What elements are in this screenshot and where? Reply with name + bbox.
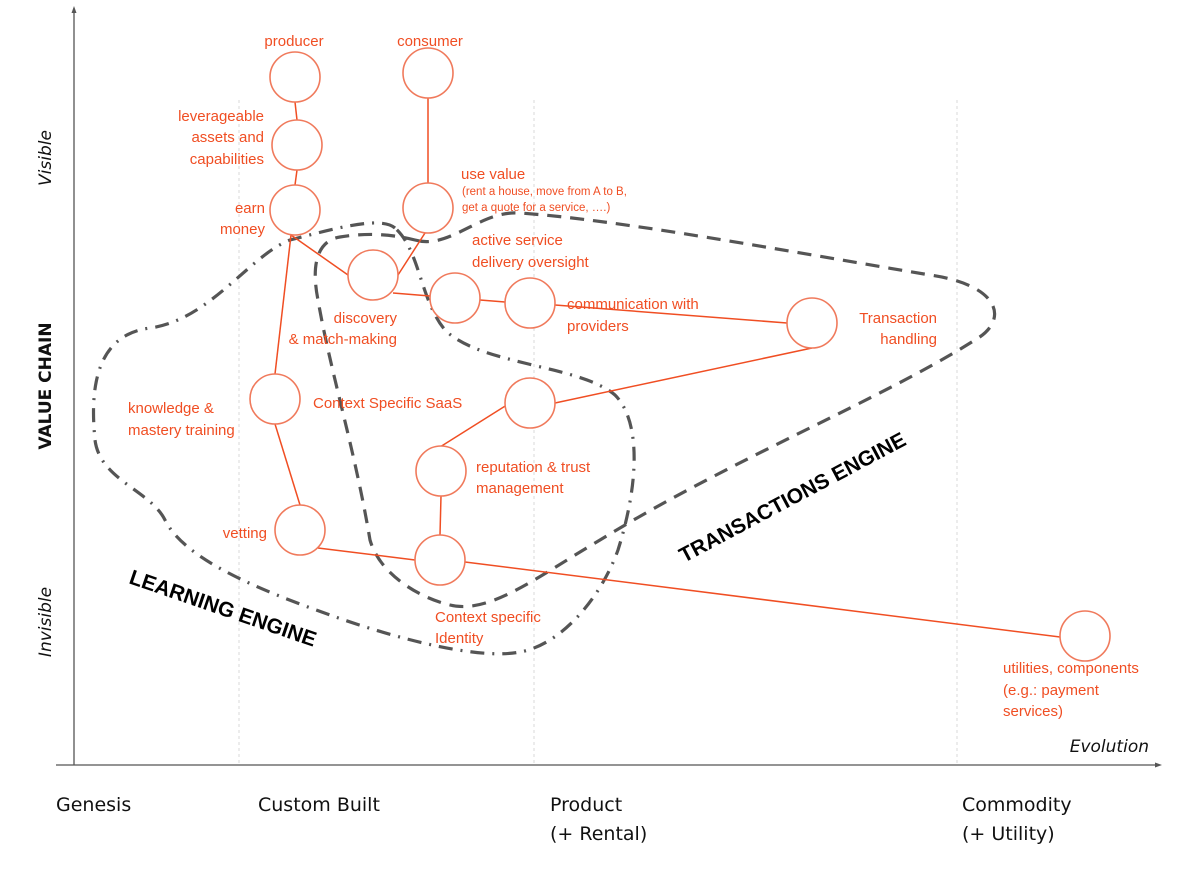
learning-engine-label: LEARNING ENGINE [126,566,319,652]
node-reputation-trust[interactable] [415,445,467,497]
label-earn-money-1: earn [235,200,265,217]
link-usevalue-discovery [397,232,426,276]
transactions-engine-label: TRANSACTIONS ENGINE [676,428,910,567]
node-producer[interactable] [269,51,321,103]
label-earn-money-2: money [220,221,266,238]
link-saas-transaction [554,347,813,404]
label-active-service-1: active service [472,232,563,249]
label-utilities-1: utilities, components [1003,660,1139,677]
stage-product-sub: (+ Rental) [550,823,647,845]
node-leverageable-assets[interactable] [271,119,323,171]
link-active-communication [479,299,506,303]
node-consumer[interactable] [402,47,454,99]
link-saas-reputation [439,402,511,448]
y-axis-title: VALUE CHAIN [36,322,56,449]
label-knowledge-1: knowledge & [128,400,214,417]
node-communication[interactable] [504,277,556,329]
label-knowledge-2: mastery training [128,422,235,439]
link-earn-discovery [290,234,349,276]
label-use-value-sub-2: get a quote for a service, ….) [462,202,610,214]
link-discovery-active [392,292,431,297]
stage-product: Product [550,794,622,816]
link-reputation-identity [439,495,442,536]
label-use-value-sub-1: (rent a house, move from A to B, [462,186,627,198]
label-consumer: consumer [397,33,463,50]
label-transaction-1: Transaction [859,310,937,327]
label-communication-2: providers [567,318,629,335]
node-discovery[interactable] [347,249,399,301]
node-transaction-handling[interactable] [786,297,838,349]
label-identity-1: Context specific [435,609,541,626]
y-top-label: Visible [36,130,56,186]
link-knowledge-vetting [274,423,301,506]
label-leverageable-1: leverageable [178,108,264,125]
link-producer-leverageable [294,101,298,121]
label-reputation-2: management [476,480,564,497]
label-communication-1: communication with [567,296,699,313]
node-use-value[interactable] [402,182,454,234]
label-leverageable-3: capabilities [190,151,264,168]
label-discovery-1: discovery [334,310,398,327]
label-active-service-2: delivery oversight [472,254,590,271]
label-leverageable-2: assets and [191,129,264,146]
link-leverageable-earn [294,169,298,186]
stage-genesis: Genesis [56,794,131,816]
label-utilities-2: (e.g.: payment [1003,682,1100,699]
label-use-value: use value [461,166,525,183]
y-bottom-label: Invisible [36,587,56,657]
node-context-identity[interactable] [414,534,466,586]
stage-commodity-sub: (+ Utility) [962,823,1055,845]
node-context-saas[interactable] [504,377,556,429]
link-communication-transaction [554,304,788,324]
label-vetting: vetting [223,525,267,542]
label-utilities-3: services) [1003,703,1063,720]
node-utilities[interactable] [1059,610,1111,662]
link-earn-knowledge [274,234,292,375]
stage-commodity: Commodity [962,794,1072,816]
label-context-saas: Context Specific SaaS [313,395,462,412]
x-axis-arrow-icon [1155,762,1162,768]
label-transaction-2: handling [880,331,937,348]
node-active-service[interactable] [429,272,481,324]
link-vetting-identity [317,547,416,561]
label-producer: producer [264,33,323,50]
node-earn-money[interactable] [269,184,321,236]
stage-custom-built: Custom Built [258,794,380,816]
label-identity-2: Identity [435,630,484,647]
node-knowledge-training[interactable] [249,373,301,425]
label-reputation-1: reputation & trust [476,459,591,476]
node-vetting[interactable] [274,504,326,556]
dependency-links [274,98,1061,638]
y-axis-arrow-icon [71,6,77,13]
label-discovery-2: & match-making [289,331,397,348]
link-identity-utilities [464,561,1061,638]
x-axis-title: Evolution [1070,737,1149,757]
